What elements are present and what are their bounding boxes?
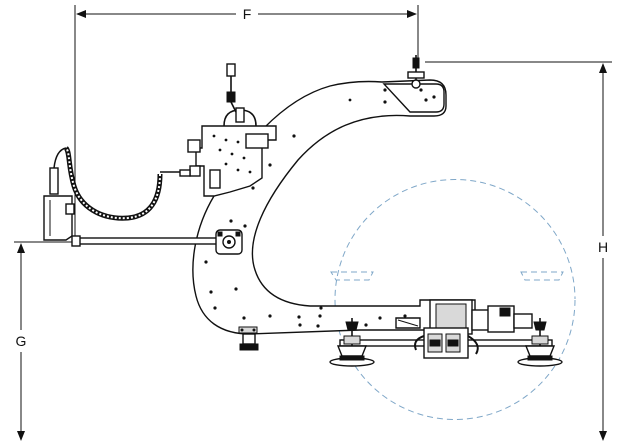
dimension-label-f: F <box>243 6 252 22</box>
c-frame <box>192 79 476 335</box>
vacuum-pad-left <box>329 318 375 367</box>
dimension-g: G <box>14 241 80 441</box>
support-foot <box>239 333 259 351</box>
pump-flange <box>471 309 491 331</box>
pendant-body <box>43 195 73 241</box>
handle-bar-tube <box>73 237 219 245</box>
swing-circle <box>334 179 576 420</box>
dimension-label-g: G <box>16 333 27 349</box>
pendant-control <box>43 167 75 241</box>
swing-path <box>330 179 576 420</box>
c-frame-body <box>192 79 476 335</box>
pendant-neck <box>49 167 59 195</box>
dashed-pad-right <box>520 271 564 281</box>
coiled-hose <box>53 146 163 221</box>
lift-pin-collar <box>407 71 425 79</box>
box-indicator <box>209 169 221 189</box>
lift-pin-nut <box>412 57 420 69</box>
frame-bracket <box>238 326 258 334</box>
pad-mount-left <box>336 345 368 357</box>
dimension-label-h: H <box>598 239 608 255</box>
control-box <box>160 63 277 197</box>
frame-holes <box>204 88 436 328</box>
coil-hose-outer <box>63 146 163 221</box>
handle-bar <box>71 229 243 255</box>
dimension-f: F <box>74 5 419 245</box>
top-connector <box>226 63 236 77</box>
lift-pin <box>407 55 425 89</box>
dashed-pad-left <box>330 271 374 281</box>
box-side-valve <box>187 139 201 153</box>
c-frame-tip-plate <box>382 83 445 113</box>
vacuum-pad-right <box>517 318 563 367</box>
box-window <box>245 133 269 149</box>
lower-beam <box>339 299 553 359</box>
dimension-h: H <box>425 61 612 441</box>
pad-mount-right <box>524 345 556 357</box>
